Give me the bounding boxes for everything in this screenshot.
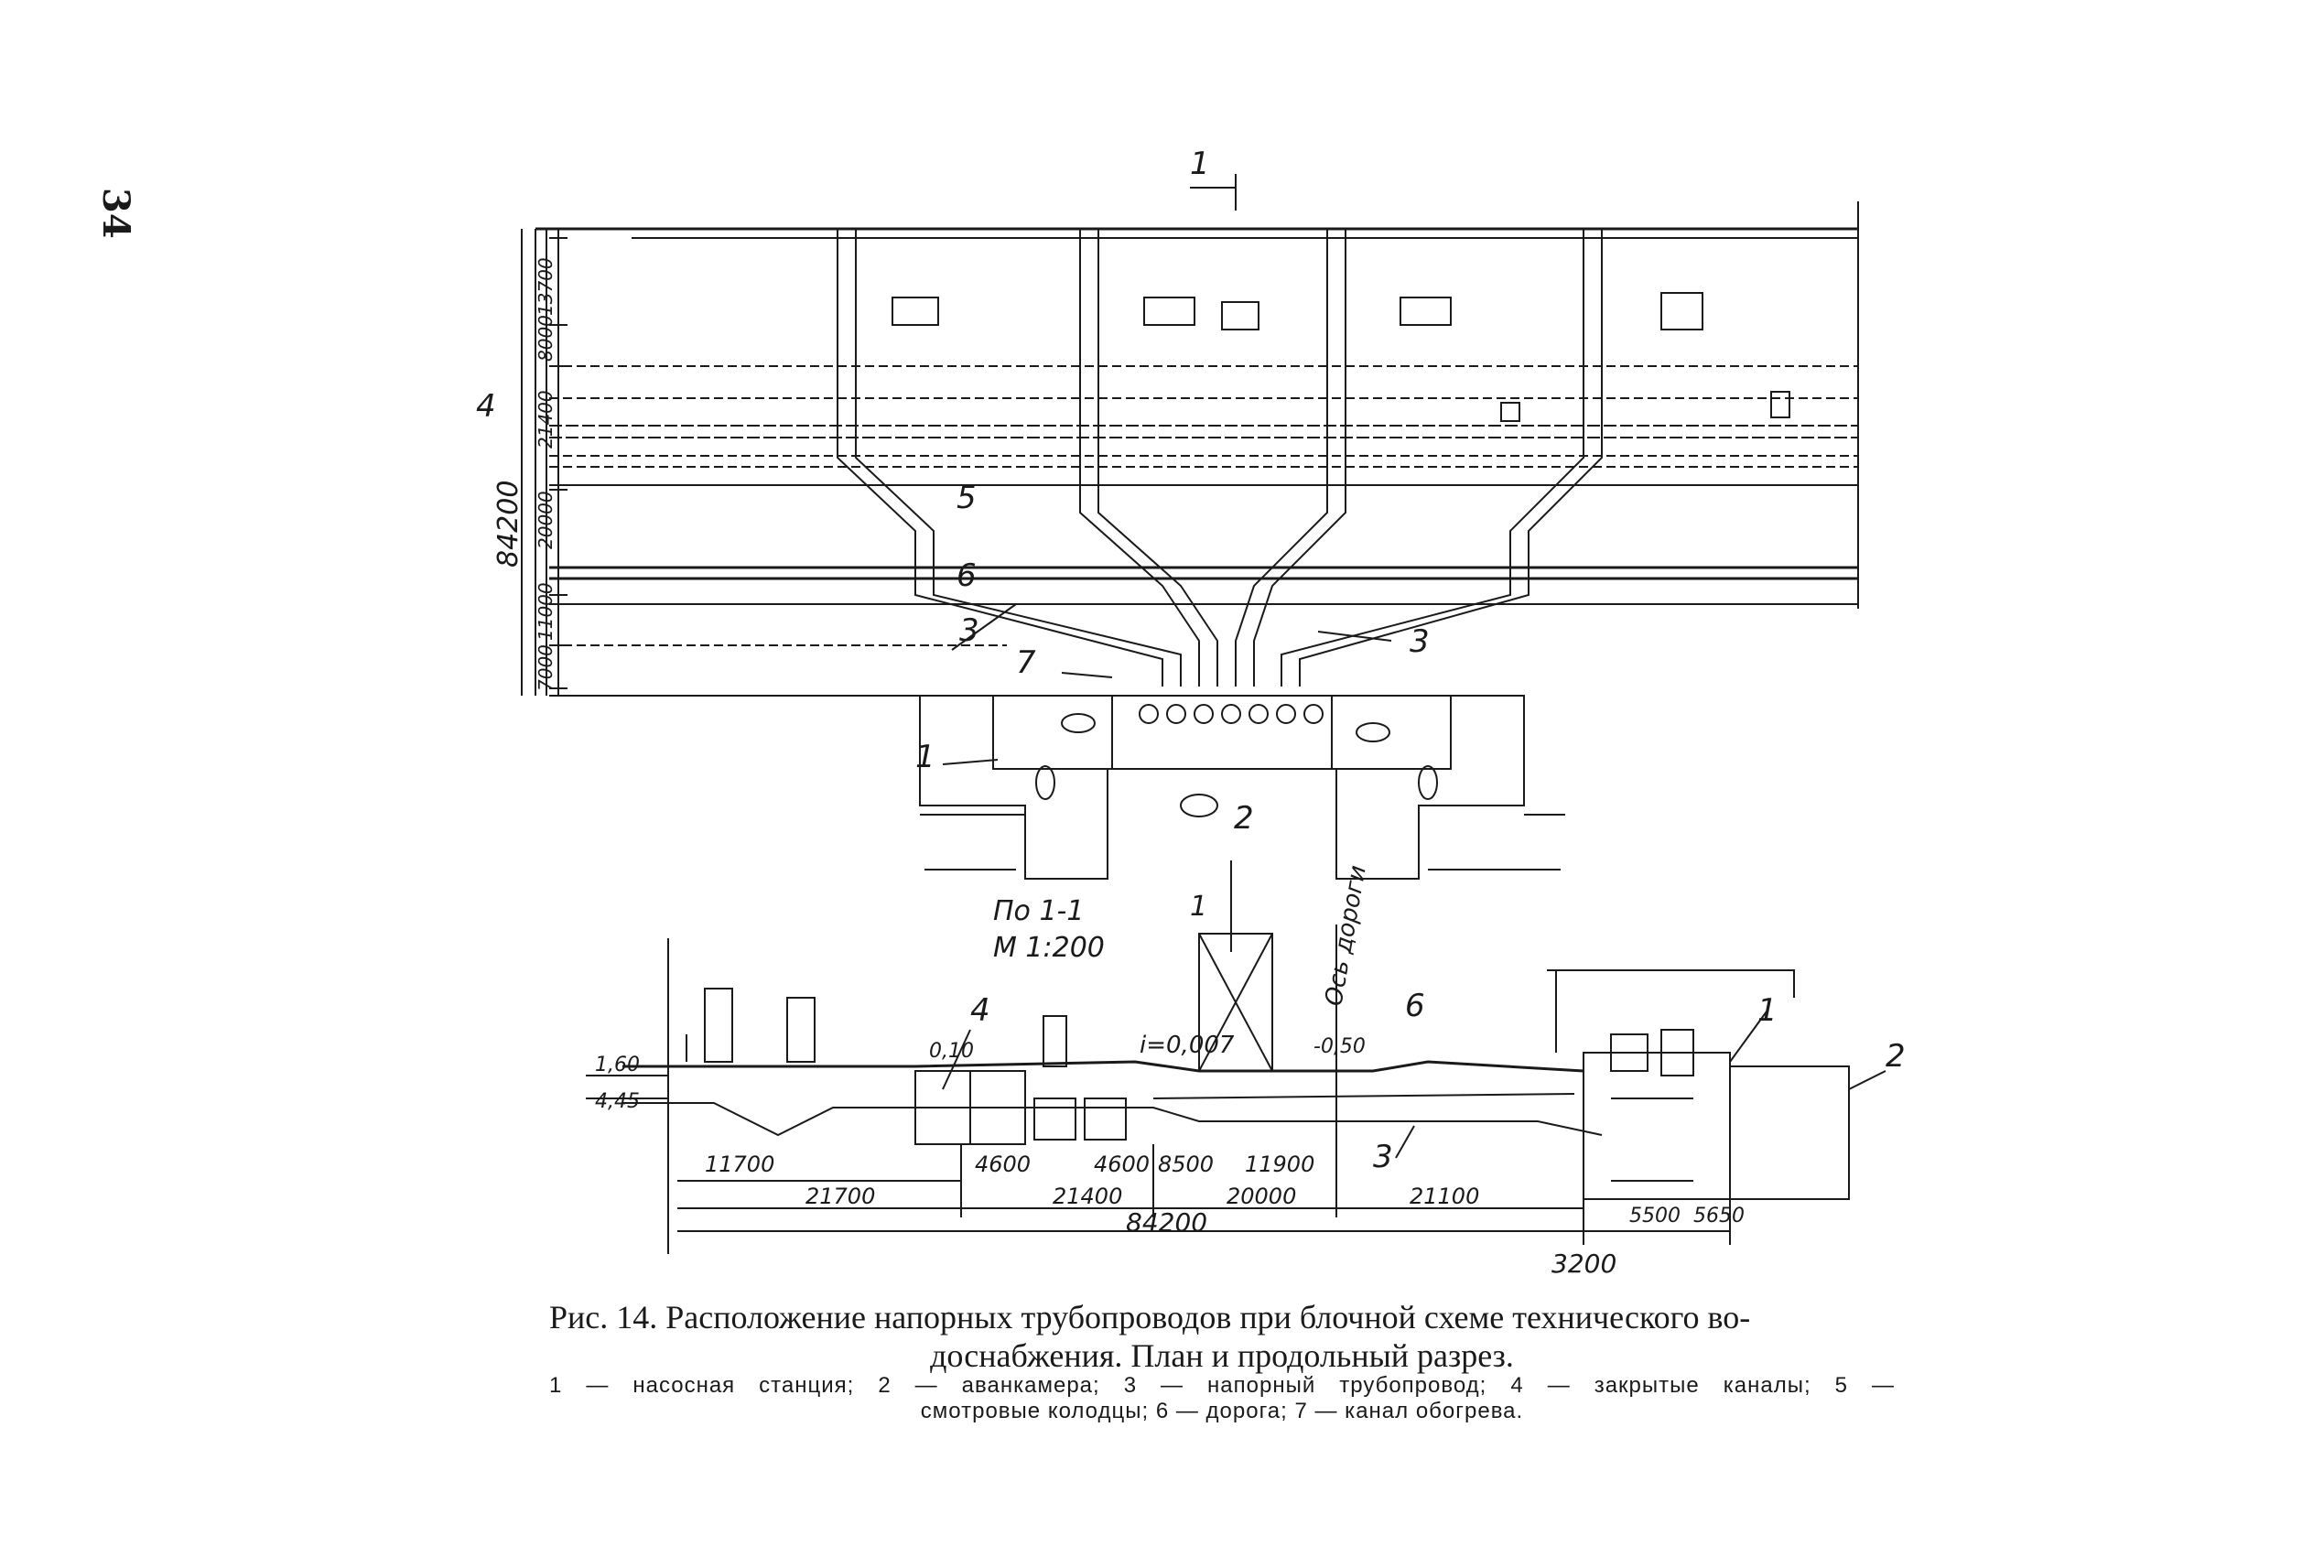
plan-dim-21400: 21400 — [535, 390, 557, 449]
dim-21700: 21700 — [805, 1184, 875, 1209]
caption-title-line1: Рис. 14. Расположение напорных трубопров… — [549, 1299, 1751, 1336]
plan-label-3b: 3 — [1410, 623, 1430, 660]
dim-3200: 3200 — [1551, 1249, 1616, 1279]
plan-dim-7000: 7000 — [535, 644, 557, 691]
section-title: По 1-1 — [993, 895, 1084, 927]
legend-line2: смотровые колодцы; 6 — дорога; 7 — канал… — [920, 1399, 1524, 1423]
section-label-1: 1 — [1757, 992, 1778, 1029]
dim-11900: 11900 — [1245, 1152, 1314, 1177]
dim-4600b: 4600 — [1094, 1152, 1150, 1177]
slope-label: i=0,007 — [1140, 1032, 1235, 1059]
section-label-4: 4 — [970, 992, 990, 1029]
section-levels: 1,60 4,45 0,10 -0,50 i=0,007 — [595, 1032, 1366, 1113]
dim-total-84200: 84200 — [1126, 1207, 1207, 1238]
dim-11700: 11700 — [705, 1152, 774, 1177]
road-axis: Ось дороги — [1320, 863, 1371, 1008]
plan-label-5: 5 — [957, 480, 977, 516]
plan-view — [521, 174, 1859, 906]
figure-caption: Рис. 14. Расположение напорных трубопров… — [549, 1298, 1895, 1375]
plan-section-mark: 1 — [1190, 146, 1210, 182]
plan-dim-11000: 11000 — [535, 582, 557, 641]
plan-label-2: 2 — [1234, 800, 1254, 837]
dim-5650: 5650 — [1693, 1205, 1745, 1227]
section-dimensions: 11700 4600 4600 8500 11900 21700 21400 2… — [705, 1152, 1745, 1279]
section-mark: 1 — [1190, 891, 1207, 923]
level-4-45: 4,45 — [595, 1090, 640, 1113]
legend-line1: 1 — насосная станция; 2 — аванкамера; 3 … — [549, 1373, 1895, 1398]
section-view — [586, 879, 1886, 1254]
plan-dimensions: 13700 8000 21400 20000 11000 7000 84200 — [492, 257, 557, 691]
section-label-6: 6 — [1405, 988, 1425, 1024]
figure-legend: 1 — насосная станция; 2 — аванкамера; 3 … — [549, 1373, 1895, 1424]
section-labels: По 1-1 М 1:200 1 Ось дороги 1 2 3 4 6 — [970, 863, 1906, 1175]
plan-label-1: 1 — [915, 739, 935, 775]
plan-label-6: 6 — [957, 557, 977, 594]
plan-dim-total: 84200 — [492, 481, 524, 568]
plan-label-7: 7 — [1016, 644, 1036, 681]
dim-5500: 5500 — [1629, 1205, 1681, 1227]
plan-label-4: 4 — [476, 388, 496, 425]
plan-dim-8000: 8000 — [535, 315, 557, 362]
plan-dim-20000: 20000 — [535, 491, 557, 549]
dim-21400: 21400 — [1053, 1184, 1122, 1209]
section-label-2: 2 — [1886, 1038, 1906, 1075]
plan-dim-13700: 13700 — [535, 257, 557, 316]
plan-labels: 4 5 6 3 7 3 1 2 1 — [476, 146, 1430, 837]
plan-label-3a: 3 — [959, 612, 979, 649]
level-1-60: 1,60 — [595, 1054, 640, 1076]
section-scale: М 1:200 — [993, 932, 1105, 964]
caption-title-line2: доснабжения. План и продольный разрез. — [930, 1337, 1514, 1374]
dim-21100: 21100 — [1410, 1184, 1479, 1209]
level-minus-0-50: -0,50 — [1313, 1035, 1366, 1058]
level-0-10: 0,10 — [929, 1040, 974, 1063]
section-label-3: 3 — [1373, 1139, 1393, 1175]
dim-20000: 20000 — [1227, 1184, 1296, 1209]
dim-8500: 8500 — [1158, 1152, 1214, 1177]
dim-4600a: 4600 — [975, 1152, 1031, 1177]
